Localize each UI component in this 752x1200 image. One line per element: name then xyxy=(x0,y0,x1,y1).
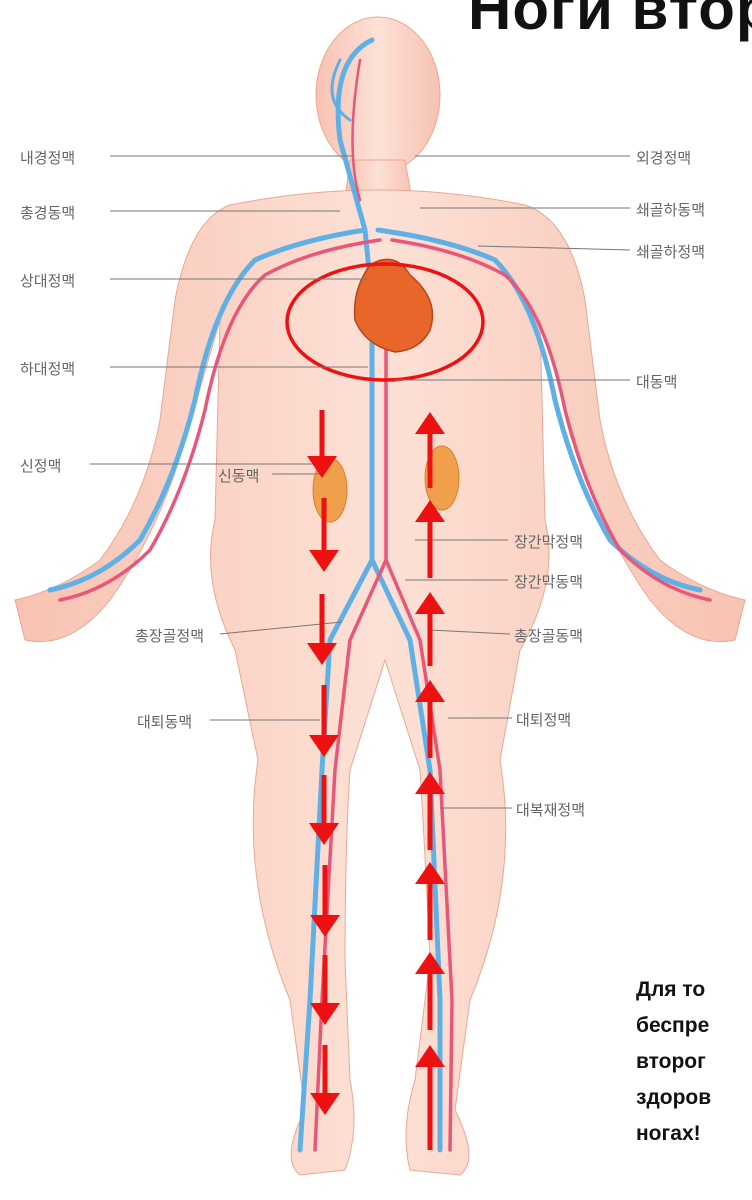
label-mesenteric-artery: 장간막동맥 xyxy=(514,571,583,592)
note-line: ногах! xyxy=(636,1122,701,1145)
label-mesenteric-vein: 장간막정맥 xyxy=(514,531,583,552)
label-renal-vein: 신정맥 xyxy=(20,455,61,476)
label-superior-vena-cava: 상대정맥 xyxy=(20,270,75,291)
note-line: Для то xyxy=(636,978,705,1001)
note-text: Для то беспре второг здоров ногах! xyxy=(636,972,711,1152)
label-common-iliac-artery: 총장골동맥 xyxy=(514,625,583,646)
label-common-iliac-vein: 총장골정맥 xyxy=(135,625,204,646)
label-femoral-vein: 대퇴정맥 xyxy=(516,709,571,730)
label-femoral-artery: 대퇴동맥 xyxy=(137,711,192,732)
label-internal-jugular-vein: 내경정맥 xyxy=(20,147,75,168)
label-external-jugular-vein: 외경정맥 xyxy=(636,147,691,168)
page-title: Ноги втор xyxy=(468,0,752,43)
note-line: беспре xyxy=(636,1014,709,1037)
note-line: здоров xyxy=(636,1086,711,1109)
note-line: второг xyxy=(636,1050,706,1073)
label-aorta: 대동맥 xyxy=(636,371,677,392)
label-subclavian-artery: 쇄골하동맥 xyxy=(636,199,705,220)
label-subclavian-vein: 쇄골하정맥 xyxy=(636,241,705,262)
label-inferior-vena-cava: 하대정맥 xyxy=(20,358,75,379)
label-common-carotid-artery: 총경동맥 xyxy=(20,202,75,223)
label-great-saphenous-vein: 대복재정맥 xyxy=(516,799,585,820)
label-renal-artery: 신동맥 xyxy=(218,465,259,486)
